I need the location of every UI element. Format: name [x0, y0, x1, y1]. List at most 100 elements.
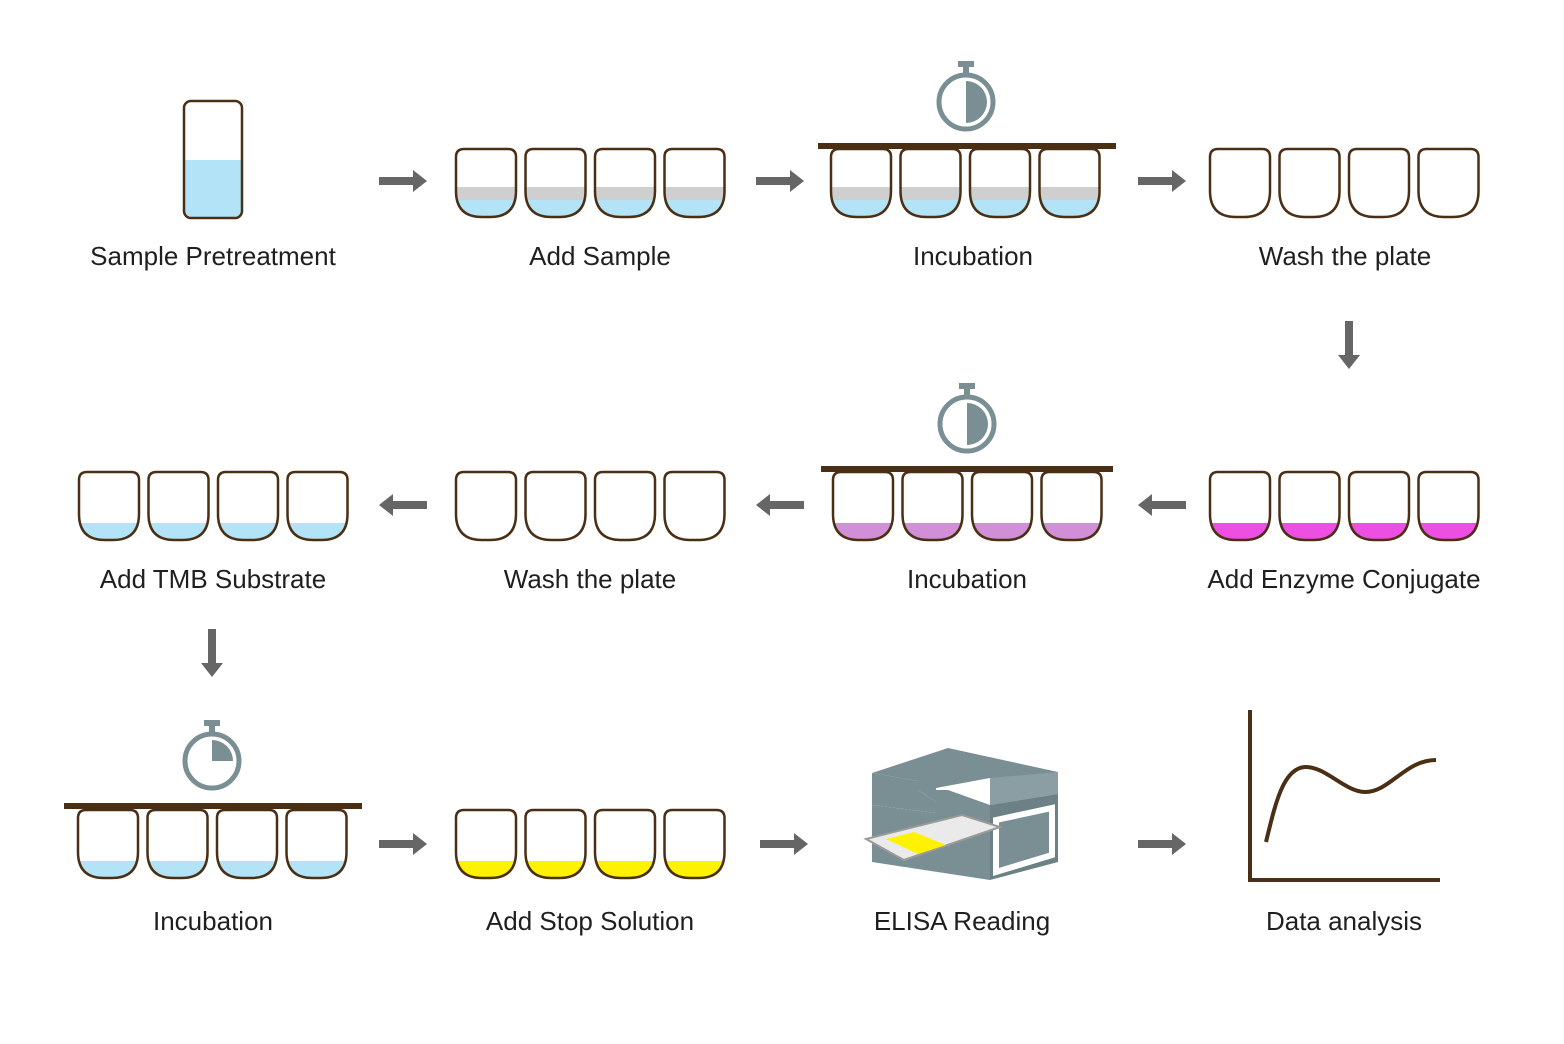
step-label: Add Enzyme Conjugate: [1207, 564, 1480, 594]
microplate-well: [831, 470, 895, 542]
well-strip-icon: [76, 808, 348, 880]
step-label: Wash the plate: [504, 564, 676, 594]
well-strip-icon: [1208, 470, 1480, 542]
arrow-right-icon: [1138, 170, 1186, 192]
microplate-well: [147, 470, 210, 542]
step-incubation-2: Incubation: [821, 383, 1113, 594]
microplate-well: [215, 808, 279, 880]
well-coating-band: [831, 187, 891, 200]
step-incubation-3: Incubation: [64, 720, 362, 936]
well-strip-icon: [454, 147, 726, 219]
step-add-sample: Add Sample: [454, 147, 726, 271]
well-strip-icon: [1208, 147, 1480, 219]
well-liquid: [287, 523, 348, 540]
well-liquid: [1210, 523, 1270, 540]
well-liquid: [147, 861, 208, 878]
microplate-well: [1417, 470, 1480, 542]
well-liquid: [664, 200, 725, 217]
well-coating-band: [595, 187, 655, 200]
microplate-well: [1278, 470, 1341, 542]
arrow-left-icon: [1138, 494, 1186, 516]
microplate-well: [593, 470, 657, 542]
graph-curve: [1264, 758, 1437, 843]
well-coating-band: [664, 187, 725, 200]
arrow-left-icon: [379, 494, 427, 516]
step-wash-plate-1: Wash the plate: [1208, 147, 1480, 271]
line-graph-icon: [1248, 710, 1440, 882]
timer-elapsed-fill: [966, 81, 987, 123]
well-liquid: [1041, 523, 1102, 540]
microplate-well: [593, 147, 657, 219]
step-label: Incubation: [153, 906, 273, 936]
well-liquid: [218, 523, 278, 540]
well-strip-icon: [454, 470, 726, 542]
microplate-well: [1208, 470, 1272, 542]
well-liquid: [456, 200, 516, 217]
step-label: Add Sample: [529, 241, 671, 271]
well-liquid: [78, 861, 138, 878]
stopwatch-icon: [936, 61, 996, 132]
well-coating-band: [970, 187, 1030, 200]
timer-elapsed-fill: [967, 403, 988, 445]
well-liquid: [1418, 523, 1479, 540]
timer-elapsed-fill: [212, 740, 233, 761]
microplate-well: [216, 470, 280, 542]
microplate-well: [970, 470, 1034, 542]
arrow-right-icon: [1138, 833, 1186, 855]
plate-tray: [863, 813, 1004, 862]
arrow-down-icon: [201, 629, 223, 677]
well-liquid: [525, 861, 586, 878]
microplate-well: [593, 808, 657, 880]
microplate-well: [663, 808, 726, 880]
well-coating-band: [900, 187, 961, 200]
well-liquid: [525, 200, 586, 217]
step-label: Incubation: [913, 241, 1033, 271]
arrow-down-icon: [1338, 321, 1360, 369]
well-liquid: [148, 523, 209, 540]
well-liquid: [831, 200, 891, 217]
step-sample-pretreatment: Sample Pretreatment: [90, 99, 337, 271]
step-data-analysis: Data analysis: [1248, 710, 1440, 936]
microplate-well: [899, 147, 962, 219]
well-liquid: [286, 861, 347, 878]
microplate-well: [663, 470, 726, 542]
step-label: Data analysis: [1266, 906, 1422, 936]
well-liquid: [456, 861, 516, 878]
well-strip-icon: [77, 470, 349, 542]
step-label: Wash the plate: [1259, 241, 1431, 271]
microplate-well: [663, 147, 726, 219]
step-elisa-reading: ELISA Reading: [863, 748, 1058, 936]
microplate-well: [1278, 147, 1341, 219]
stopwatch-icon: [182, 720, 242, 791]
sample-tube-icon: [182, 99, 244, 220]
step-label: ELISA Reading: [874, 906, 1050, 936]
well-liquid: [595, 200, 655, 217]
well-liquid: [833, 523, 893, 540]
microplate-well: [1208, 147, 1272, 219]
step-label: Add TMB Substrate: [100, 564, 326, 594]
microplate-well: [524, 147, 587, 219]
well-strip-icon: [829, 147, 1101, 219]
step-label: Add Stop Solution: [486, 906, 694, 936]
microplate-well: [454, 470, 518, 542]
step-add-tmb-substrate: Add TMB Substrate: [77, 470, 349, 594]
microplate-well: [1040, 470, 1103, 542]
microplate-well: [829, 147, 893, 219]
tube-liquid: [184, 160, 242, 218]
microplate-well: [1347, 147, 1411, 219]
step-label: Incubation: [907, 564, 1027, 594]
step-wash-plate-2: Wash the plate: [454, 470, 726, 594]
flow-arrows: [201, 170, 1360, 855]
well-liquid: [970, 200, 1030, 217]
arrow-right-icon: [379, 170, 427, 192]
stopwatch-icon: [937, 383, 997, 454]
well-liquid: [1349, 523, 1409, 540]
well-strip-icon: [831, 470, 1103, 542]
microplate-well: [1347, 470, 1411, 542]
well-coating-band: [525, 187, 586, 200]
microplate-well: [286, 470, 349, 542]
arrow-right-icon: [756, 170, 804, 192]
step-add-stop-solution: Add Stop Solution: [454, 808, 726, 936]
graph-axes: [1248, 710, 1440, 882]
